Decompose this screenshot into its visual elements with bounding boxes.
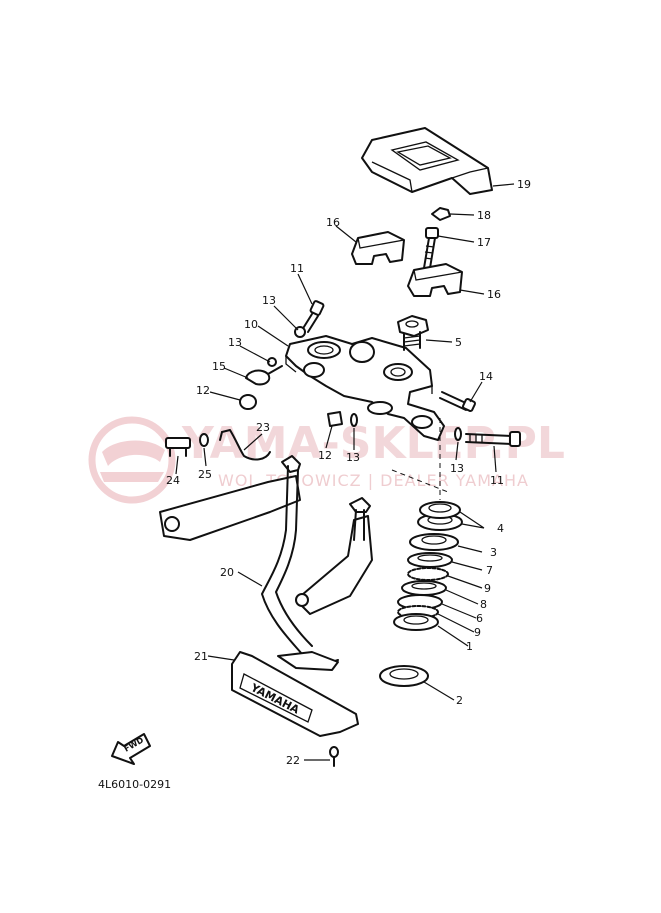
part-balls-9-upper: [407, 567, 449, 581]
part-race-1: [393, 613, 439, 631]
part-nut-5: [397, 315, 429, 351]
callout-16-upper: 16: [326, 216, 340, 229]
fwd-arrow-icon: FWD: [111, 733, 151, 765]
callout-21: 21: [194, 650, 208, 663]
part-cap-12-right: [327, 411, 343, 427]
callout-18: 18: [477, 209, 491, 222]
callout-25: 25: [198, 468, 212, 481]
callout-17: 17: [477, 236, 491, 249]
callout-12-left: 12: [196, 384, 210, 397]
part-race-7: [407, 552, 453, 568]
callout-15: 15: [212, 360, 226, 373]
part-ring-nuts-4: [417, 501, 463, 531]
part-cover-19: [361, 127, 493, 195]
callout-23: 23: [256, 421, 270, 434]
catalog-code: 4L6010-0291: [98, 778, 171, 791]
callout-13-upper: 13: [262, 294, 276, 307]
part-bolt-24: [165, 437, 191, 457]
callout-14: 14: [479, 370, 493, 383]
part-bolt-11-long: [465, 431, 521, 447]
part-stay-20: [159, 455, 373, 671]
callout-19: 19: [517, 178, 531, 191]
callout-22: 22: [286, 754, 300, 767]
callout-24: 24: [166, 474, 180, 487]
part-cap-12-left: [239, 394, 257, 410]
callout-5: 5: [455, 336, 462, 349]
part-bolt-17: [423, 227, 439, 269]
callout-3: 3: [490, 546, 497, 559]
part-bolt-11-upper: [301, 300, 325, 333]
callout-11-long: 11: [490, 474, 504, 487]
callout-13-c: 13: [346, 451, 360, 464]
callouts: 19 18 17 16 16 11 13 10 5 13 15 14 12 23…: [166, 178, 531, 767]
callout-7: 7: [486, 564, 493, 577]
callout-9-lower: 9: [474, 626, 481, 639]
part-clip-23: [219, 429, 271, 461]
callout-9-upper: 9: [484, 582, 491, 595]
part-screw-22: [329, 746, 339, 767]
part-upper-bracket: [285, 335, 445, 441]
callout-13-d: 13: [450, 462, 464, 475]
leader-lines: [175, 183, 515, 761]
part-bolt-14: [439, 391, 476, 412]
part-nut-18: [431, 207, 451, 221]
part-race-cover-3: [409, 533, 459, 551]
callout-1: 1: [466, 640, 473, 653]
part-holder-16-lower: [407, 263, 463, 297]
part-washer-13-mid: [267, 357, 277, 367]
callout-6: 6: [476, 612, 483, 625]
callout-4: 4: [497, 522, 504, 535]
watermark-logo-icon: [88, 416, 176, 504]
part-holder-16-upper: [351, 231, 405, 265]
callout-13-mid: 13: [228, 336, 242, 349]
callout-20: 20: [220, 566, 234, 579]
callout-8: 8: [480, 598, 487, 611]
part-race-8: [401, 580, 447, 596]
part-washer-25: [199, 433, 209, 447]
callout-11-upper: 11: [290, 262, 304, 275]
part-seal-2: [379, 665, 429, 687]
axis-line-upper: [391, 469, 449, 493]
part-clip-15: [245, 365, 283, 386]
callout-16-lower: 16: [487, 288, 501, 301]
part-washer-13-d: [454, 427, 462, 441]
callout-10: 10: [244, 318, 258, 331]
callout-12-right: 12: [318, 449, 332, 462]
part-washer-13-c: [350, 413, 358, 427]
callout-2: 2: [456, 694, 463, 707]
